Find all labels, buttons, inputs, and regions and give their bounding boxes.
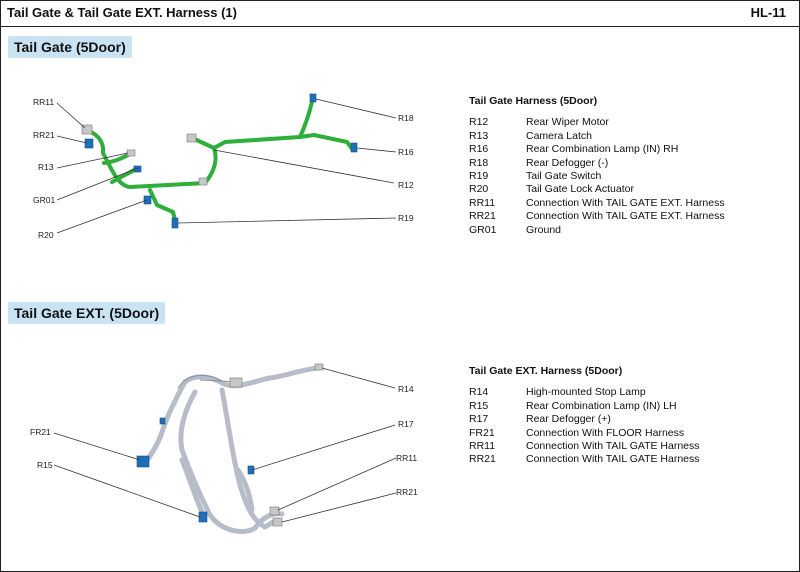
connector-gr01 bbox=[133, 165, 142, 173]
tail-gate-harness-legend: Tail Gate Harness (5Door) R12 Rear Wiper … bbox=[469, 95, 725, 237]
legend-title: Tail Gate EXT. Harness (5Door) bbox=[469, 365, 623, 377]
callout-r18: R18 bbox=[398, 113, 414, 123]
legend-code: R19 bbox=[469, 170, 489, 183]
connector-ext-small bbox=[159, 417, 166, 425]
legend-code: RR11 bbox=[469, 196, 496, 209]
legend-row: R15 Rear Combination Lamp (IN) LH bbox=[469, 400, 700, 413]
ext-harness-lower-loop bbox=[252, 511, 285, 531]
connector-r17 bbox=[247, 465, 255, 475]
legend-row: R13 Camera Latch bbox=[469, 130, 725, 143]
legend-code: RR11 bbox=[469, 440, 496, 453]
callout-r17: R17 bbox=[398, 419, 414, 429]
legend-code: R15 bbox=[469, 399, 489, 412]
page-header: Tail Gate & Tail Gate EXT. Harness (1) H… bbox=[0, 0, 800, 27]
legend-desc: High-mounted Stop Lamp bbox=[526, 386, 646, 399]
tail-gate-ext-harness-legend: Tail Gate EXT. Harness (5Door) R14 High-m… bbox=[469, 365, 700, 467]
connector-rr11-ext bbox=[269, 506, 280, 516]
legend-desc: Rear Wiper Motor bbox=[526, 116, 609, 129]
legend-desc: Connection With TAIL GATE Harness bbox=[526, 453, 700, 466]
legend-desc: Rear Combination Lamp (IN) LH bbox=[526, 399, 677, 412]
legend-code: RR21 bbox=[469, 210, 496, 223]
callout-r16: R16 bbox=[398, 147, 414, 157]
legend-desc: Connection With TAIL GATE EXT. Harness bbox=[526, 210, 725, 223]
harness-main-trunk bbox=[101, 133, 355, 189]
callout-fr21: FR21 bbox=[30, 427, 51, 437]
legend-row: GR01 Ground bbox=[469, 224, 725, 237]
legend-code: R17 bbox=[469, 413, 489, 426]
callout-r12: R12 bbox=[398, 180, 414, 190]
legend-code: GR01 bbox=[469, 223, 497, 236]
legend-code: RR21 bbox=[469, 453, 496, 466]
legend-row: R14 High-mounted Stop Lamp bbox=[469, 386, 700, 399]
legend-title: Tail Gate Harness (5Door) bbox=[469, 95, 598, 107]
connector-top-clip bbox=[229, 377, 243, 388]
section-label-tail-gate-ext: Tail Gate EXT. (5Door) bbox=[8, 302, 166, 324]
connector-rr21-ext bbox=[272, 517, 283, 527]
callout-r19: R19 bbox=[398, 213, 414, 223]
legend-row: R12 Rear Wiper Motor bbox=[469, 116, 725, 129]
legend-desc: Connection With TAIL GATE EXT. Harness bbox=[526, 196, 725, 209]
legend-code: R16 bbox=[469, 143, 489, 156]
page-code: HL-11 bbox=[750, 5, 786, 20]
connector-r14 bbox=[314, 363, 324, 371]
ext-harness-left-run bbox=[143, 379, 188, 465]
legend-desc: Connection With TAIL GATE Harness bbox=[526, 440, 700, 453]
legend-code: R14 bbox=[469, 386, 489, 399]
ext-harness-left-inner bbox=[178, 389, 258, 534]
legend-desc: Connection With FLOOR Harness bbox=[526, 426, 685, 439]
legend-row: R19 Tail Gate Switch bbox=[469, 170, 725, 183]
callout-rr11-ext: RR11 bbox=[396, 453, 417, 463]
ext-harness-top-loop bbox=[182, 365, 321, 389]
callout-rr21: RR21 bbox=[33, 130, 55, 140]
callout-gr01: GR01 bbox=[33, 195, 55, 205]
legend-row: R18 Rear Defogger (-) bbox=[469, 157, 725, 170]
connector-r18 bbox=[309, 93, 317, 103]
legend-desc: Camera Latch bbox=[526, 129, 592, 142]
connector-rr21 bbox=[84, 138, 94, 149]
callout-r13: R13 bbox=[38, 162, 54, 172]
legend-row: R16 Rear Combination Lamp (IN) RH bbox=[469, 143, 725, 156]
connector-r20 bbox=[143, 195, 152, 205]
ext-harness-right-run bbox=[219, 387, 276, 530]
legend-desc: Rear Defogger (+) bbox=[526, 413, 611, 426]
connector-r16 bbox=[350, 142, 358, 153]
legend-row: RR11 Connection With TAIL GATE EXT. Harne… bbox=[469, 197, 725, 210]
legend-row: RR21 Connection With TAIL GATE EXT. Harne… bbox=[469, 210, 725, 223]
legend-desc: Ground bbox=[526, 223, 562, 236]
callout-r15: R15 bbox=[37, 460, 53, 470]
legend-row: FR21 Connection With FLOOR Harness bbox=[469, 427, 700, 440]
legend-code: R13 bbox=[469, 129, 489, 142]
callout-rr11: RR11 bbox=[33, 97, 54, 107]
connector-r12 bbox=[186, 133, 197, 143]
callout-rr21-ext: RR21 bbox=[396, 487, 418, 497]
section-label-tail-gate: Tail Gate (5Door) bbox=[8, 36, 132, 58]
connector-ground-body bbox=[198, 177, 208, 186]
legend-row: R20 Tail Gate Lock Actuator bbox=[469, 183, 725, 196]
legend-desc: Rear Defogger (-) bbox=[526, 156, 609, 169]
legend-desc: Tail Gate Switch bbox=[526, 170, 602, 183]
ext-harness-r17-branch bbox=[235, 467, 255, 513]
harness-branch-gr01 bbox=[110, 166, 140, 184]
legend-code: FR21 bbox=[469, 426, 495, 439]
legend-code: R18 bbox=[469, 156, 489, 169]
legend-row: RR21 Connection With TAIL GATE Harness bbox=[469, 453, 700, 466]
connector-rr11 bbox=[81, 124, 93, 135]
connector-r15 bbox=[198, 511, 208, 523]
callout-r14: R14 bbox=[398, 384, 414, 394]
legend-row: RR11 Connection With TAIL GATE Harness bbox=[469, 440, 700, 453]
ext-harness-r15-branch bbox=[179, 457, 207, 519]
legend-row: R17 Rear Defogger (+) bbox=[469, 413, 700, 426]
callout-r20: R20 bbox=[38, 230, 54, 240]
legend-code: R12 bbox=[469, 116, 489, 129]
page-title: Tail Gate & Tail Gate EXT. Harness (1) bbox=[7, 5, 237, 20]
legend-desc: Tail Gate Lock Actuator bbox=[526, 183, 634, 196]
legend-code: R20 bbox=[469, 183, 489, 196]
connector-fr21 bbox=[136, 455, 150, 468]
legend-desc: Rear Combination Lamp (IN) RH bbox=[526, 143, 679, 156]
